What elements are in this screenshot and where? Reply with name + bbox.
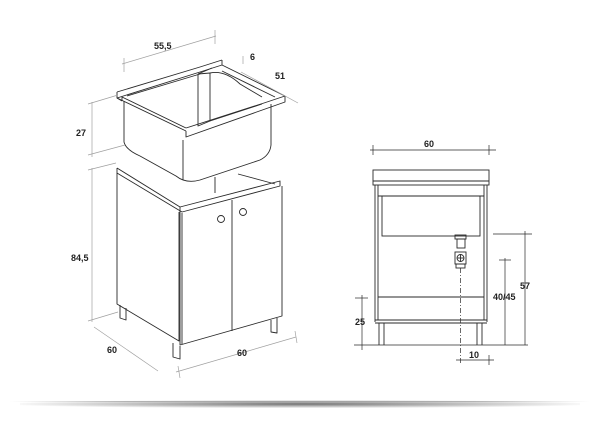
dim-cabinet-width: 60 [237, 348, 247, 358]
floor-shadow [20, 400, 580, 408]
dim-sink-depth: 51 [275, 71, 285, 81]
front-dimension-labels: 60 57 40/45 25 10 [355, 139, 530, 360]
dim-drain-height: 57 [520, 281, 530, 291]
sink-basin [116, 59, 286, 182]
dim-shelf-height: 25 [355, 317, 365, 327]
front-view [372, 169, 490, 365]
isometric-view [116, 59, 286, 360]
door-knob-left [217, 215, 225, 223]
dim-cabinet-depth: 60 [107, 345, 117, 355]
cabinet-legs [119, 305, 278, 360]
front-dimension-lines [354, 145, 532, 365]
dim-cabinet-height: 84,5 [71, 253, 89, 263]
isometric-dimension-labels: 55,5 6 51 27 84,5 60 60 [71, 41, 285, 358]
dim-overall-width: 60 [424, 139, 434, 149]
drain-trap [454, 234, 467, 269]
dim-sink-width: 55,5 [154, 41, 172, 51]
dim-sink-backsplash: 6 [250, 52, 255, 62]
isometric-dimension-lines [87, 30, 299, 379]
cabinet [116, 167, 283, 360]
dim-outlet-height: 40/45 [493, 292, 516, 302]
dim-sink-height: 27 [76, 128, 86, 138]
door-knob-right [239, 208, 247, 216]
dim-drain-offset: 10 [469, 350, 479, 360]
